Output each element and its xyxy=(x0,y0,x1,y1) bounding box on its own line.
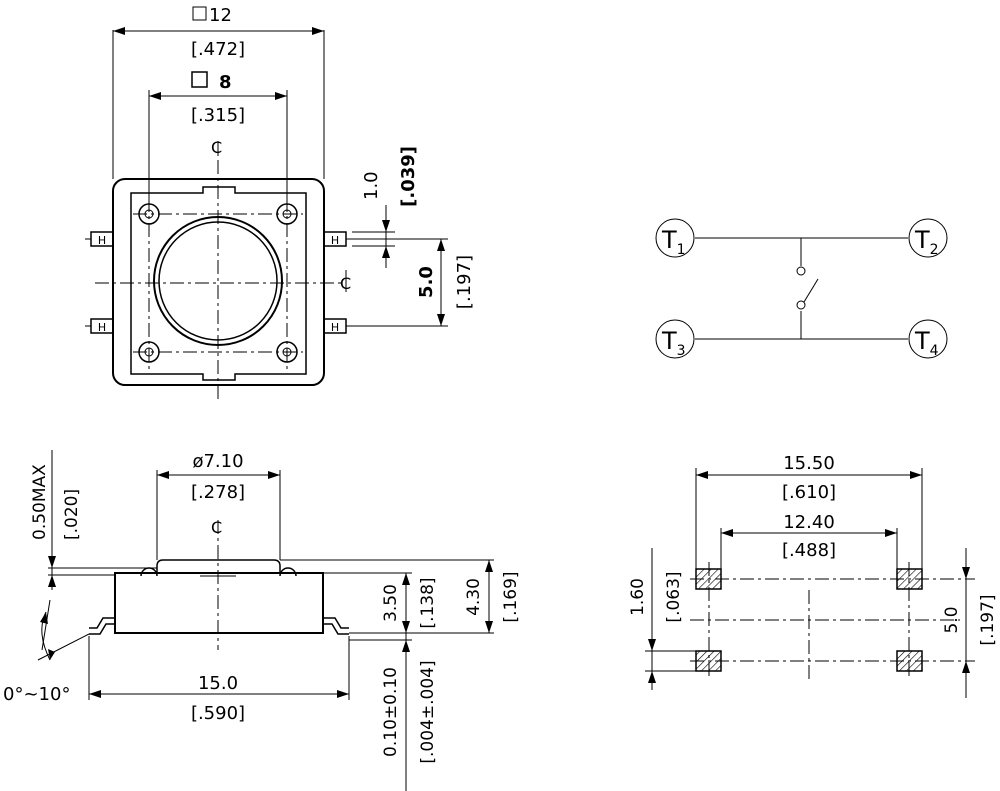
lead-pitch-in: [.197] xyxy=(454,255,475,309)
plunger-dia-in: [.278] xyxy=(191,482,245,503)
svg-text:T2: T2 xyxy=(914,226,939,258)
lead-right-profile xyxy=(323,617,349,635)
switch-body-inner-outline xyxy=(130,186,307,381)
lead-right-top: H xyxy=(323,231,352,247)
square-symbol-icon xyxy=(192,6,207,21)
terminal-t3: T3 xyxy=(655,319,695,359)
standoff-mm: 0.10±0.10 xyxy=(381,667,401,757)
lead-span-in: [.590] xyxy=(191,703,245,724)
svg-text:H: H xyxy=(331,321,339,334)
pad-height-mm: 1.60 xyxy=(628,578,648,616)
switch-schematic: T1 T2 T3 T4 xyxy=(655,218,948,359)
terminal-t4: T4 xyxy=(908,319,948,359)
pad-pitch-mm: 5.0 xyxy=(942,606,962,633)
outer-width-mm: 12 xyxy=(209,5,232,26)
svg-text:H: H xyxy=(98,234,106,247)
lead-angle: 0°~10° xyxy=(3,684,70,705)
svg-text:H: H xyxy=(98,321,106,334)
plunger-dia-mm: ø7.10 xyxy=(192,451,243,472)
body-height-in: [.138] xyxy=(418,577,438,628)
hole-pitch-mm: 8 xyxy=(219,72,232,93)
pad-pitch-in: [.197] xyxy=(978,594,998,645)
side-view: C ø7.10 [.278] 0.50MAX [.020] 0°~10° 15.… xyxy=(3,450,521,791)
total-height-in: [.169] xyxy=(501,571,521,622)
inner-span-in: [.488] xyxy=(782,540,836,561)
lead-right-bottom: H xyxy=(323,318,352,334)
pad-height-in: [.063] xyxy=(664,571,684,622)
lead-span-mm: 15.0 xyxy=(198,673,238,694)
svg-text:T1: T1 xyxy=(661,226,686,258)
body-profile xyxy=(114,572,324,634)
standoff-in: [.004±.004] xyxy=(418,660,438,763)
lead-width-mm: 1.0 xyxy=(361,171,382,200)
center-mark: C xyxy=(211,518,222,537)
lead-width-in: [.039] xyxy=(398,146,419,207)
tilt-mm: 0.50MAX xyxy=(30,464,50,540)
switch-lever xyxy=(803,278,819,303)
terminal-t2: T2 xyxy=(908,218,948,258)
center-mark: C xyxy=(211,138,222,157)
lead-left-bottom: H xyxy=(85,318,114,334)
svg-text:T3: T3 xyxy=(661,327,686,359)
outer-span-mm: 15.50 xyxy=(783,453,835,474)
lead-left-top: H xyxy=(85,231,114,247)
outer-span-in: [.610] xyxy=(782,482,836,503)
terminal-t1: T1 xyxy=(655,218,695,258)
svg-text:H: H xyxy=(331,234,339,247)
lead-pitch-mm: 5.0 xyxy=(416,266,437,298)
top-view: H H H H C C 12 [.472] xyxy=(85,5,475,402)
body-height-mm: 3.50 xyxy=(381,584,401,622)
lead-left-profile xyxy=(89,617,115,635)
inner-span-mm: 12.40 xyxy=(783,512,835,533)
hole-pitch-in: [.315] xyxy=(191,105,245,126)
switch-contact-icon xyxy=(796,300,806,310)
square-symbol-icon xyxy=(191,71,208,88)
tilt-in: [.020] xyxy=(62,489,82,540)
plunger-profile xyxy=(156,559,281,573)
switch-contact-icon xyxy=(796,266,806,276)
pcb-footprint: 15.50 [.610] 12.40 [.488] 1.60 [.063] 5.… xyxy=(628,453,998,698)
outer-width-in: [.472] xyxy=(191,39,245,60)
total-height-mm: 4.30 xyxy=(464,578,484,616)
svg-text:T4: T4 xyxy=(914,327,939,359)
